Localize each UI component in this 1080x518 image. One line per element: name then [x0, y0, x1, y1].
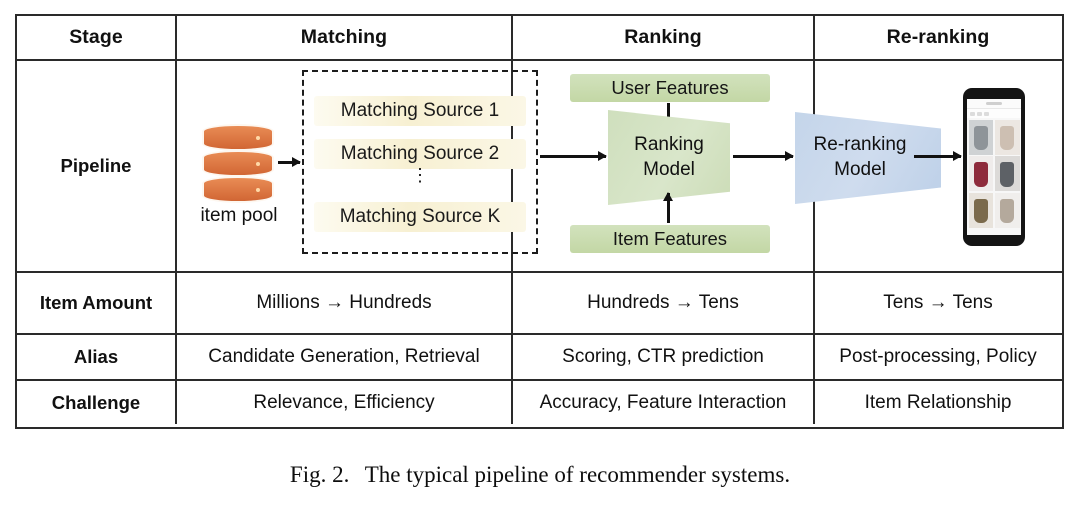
table-row-item-amount: Item Amount Millions → Hundreds Hundreds…	[17, 271, 1062, 333]
header-cell-reranking: Re-ranking	[813, 16, 1061, 59]
header-label-matching: Matching	[300, 26, 388, 48]
cell-challenge-matching: Relevance, Efficiency	[175, 381, 511, 424]
cell-alias-ranking: Scoring, CTR prediction	[511, 335, 813, 379]
cell-item-amount-reranking: Tens → Tens	[813, 273, 1061, 333]
cell-challenge-ranking: Accuracy, Feature Interaction	[511, 381, 813, 424]
header-label-reranking: Re-ranking	[886, 26, 990, 48]
figure-number: Fig. 2.	[289, 462, 350, 487]
pipeline-cell-ranking	[511, 61, 813, 271]
cell-item-amount-ranking: Hundreds → Tens	[511, 273, 813, 333]
pipeline-cell-reranking	[813, 61, 1061, 271]
cell-alias-reranking: Post-processing, Policy	[813, 335, 1061, 379]
row-label-challenge: Challenge	[51, 391, 141, 413]
figure-caption-text: The typical pipeline of recommender syst…	[364, 462, 791, 487]
cell-alias-matching: Candidate Generation, Retrieval	[175, 335, 511, 379]
pipeline-cell-matching	[175, 61, 511, 271]
figure-caption: Fig. 2. The typical pipeline of recommen…	[0, 462, 1080, 488]
table-header-row: Stage Matching Ranking Re-ranking	[17, 16, 1062, 59]
header-label-stage: Stage	[69, 26, 123, 48]
table-row-pipeline: Pipeline	[17, 59, 1062, 271]
header-cell-ranking: Ranking	[511, 16, 813, 59]
row-label-item-amount: Item Amount	[39, 292, 153, 313]
row-label-alias: Alias	[73, 346, 119, 367]
header-cell-matching: Matching	[175, 16, 511, 59]
cell-item-amount-matching: Millions → Hundreds	[175, 273, 511, 333]
row-label-pipeline: Pipeline	[60, 155, 132, 176]
table-row-alias: Alias Candidate Generation, Retrieval Sc…	[17, 333, 1062, 379]
cell-challenge-reranking: Item Relationship	[813, 381, 1061, 424]
header-cell-stage: Stage	[17, 16, 175, 59]
table-row-challenge: Challenge Relevance, Efficiency Accuracy…	[17, 379, 1062, 424]
pipeline-comparison-table: Stage Matching Ranking Re-ranking Pipeli…	[15, 14, 1064, 429]
header-label-ranking: Ranking	[624, 26, 702, 48]
